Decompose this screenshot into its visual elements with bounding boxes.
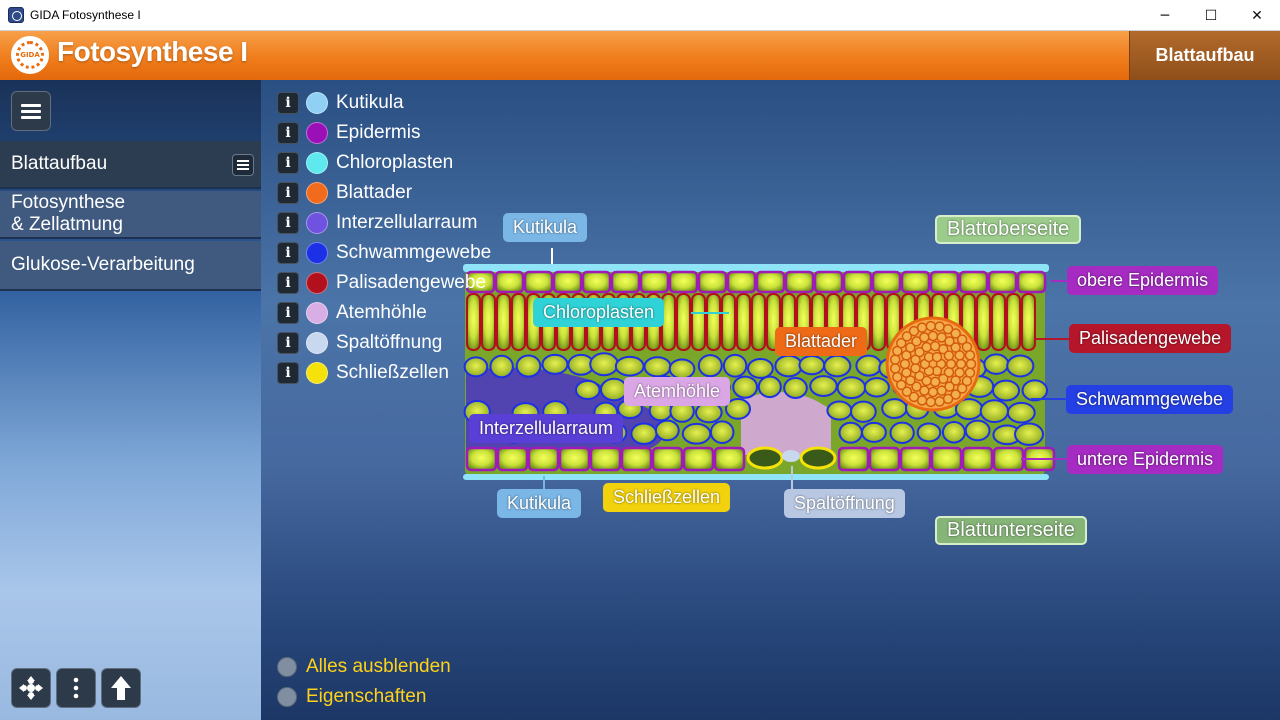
atemhoehle-area xyxy=(741,392,831,455)
submenu-button[interactable] xyxy=(232,154,254,176)
info-icon[interactable]: i xyxy=(277,182,299,204)
info-icon[interactable]: i xyxy=(277,242,299,264)
legend-label: Interzellularraum xyxy=(336,212,478,233)
label-interzellularraum[interactable]: Interzellularraum xyxy=(469,414,624,443)
label-schwammgewebe[interactable]: Schwammgewebe xyxy=(1066,385,1234,414)
legend-label: Schließzellen xyxy=(336,362,449,383)
option-label: Eigenschaften xyxy=(306,686,427,707)
list-icon xyxy=(237,158,249,172)
legend-item[interactable]: i Interzellularraum xyxy=(277,211,478,235)
color-swatch[interactable] xyxy=(306,122,328,144)
color-swatch[interactable] xyxy=(306,152,328,174)
legend-label: Spaltöffnung xyxy=(336,332,443,353)
schliesszelle-right xyxy=(799,446,837,470)
label-blattunterseite[interactable]: Blattunterseite xyxy=(935,516,1087,545)
info-icon[interactable]: i xyxy=(277,302,299,324)
info-icon[interactable]: i xyxy=(277,92,299,114)
legend-item[interactable]: i Epidermis xyxy=(277,121,420,145)
radio-button[interactable] xyxy=(277,657,297,677)
legend-item[interactable]: i Schließzellen xyxy=(277,361,449,385)
close-button[interactable]: ✕ xyxy=(1251,7,1263,24)
palisadengewebe-cells xyxy=(466,293,1036,351)
sidebar-item-glukose[interactable]: Glukose-Verarbeitung xyxy=(0,241,261,291)
maximize-button[interactable]: ☐ xyxy=(1204,7,1218,24)
hamburger-icon xyxy=(21,101,41,122)
color-swatch[interactable] xyxy=(306,332,328,354)
kutikula-bottom-layer xyxy=(463,474,1049,480)
info-icon[interactable]: i xyxy=(277,152,299,174)
arrow-up-icon xyxy=(111,676,131,700)
label-blattader[interactable]: Blattader xyxy=(775,327,868,356)
kutikula-top-layer xyxy=(463,264,1049,272)
label-palisadengewebe[interactable]: Palisadengewebe xyxy=(1069,324,1232,353)
legend-label: Chloroplasten xyxy=(336,152,454,173)
info-icon[interactable]: i xyxy=(277,122,299,144)
info-icon[interactable]: i xyxy=(277,362,299,384)
color-swatch[interactable] xyxy=(306,92,328,114)
legend-label: Kutikula xyxy=(336,92,404,113)
color-swatch[interactable] xyxy=(306,302,328,324)
spaltoeffnung-area xyxy=(782,450,800,462)
app-header: GIDA Fotosynthese I Blattaufbau xyxy=(0,31,1280,80)
sidebar: Blattaufbau Fotosynthese & Zellatmung Gl… xyxy=(0,80,261,720)
move-button[interactable] xyxy=(11,668,51,708)
option-alles-ausblenden[interactable]: Alles ausblenden xyxy=(277,656,451,678)
label-spaltoeffnung[interactable]: Spaltöffnung xyxy=(784,489,905,518)
label-blattoberseite[interactable]: Blattoberseite xyxy=(935,215,1082,244)
legend-item[interactable]: i Atemhöhle xyxy=(277,301,427,325)
move-arrows-icon xyxy=(19,676,43,700)
untere-epidermis-cells xyxy=(465,446,1056,472)
legend-item[interactable]: i Chloroplasten xyxy=(277,151,453,175)
obere-epidermis-cells xyxy=(465,270,1047,294)
label-chloroplasten[interactable]: Chloroplasten xyxy=(533,298,665,327)
label-kutikula-top[interactable]: Kutikula xyxy=(503,213,588,242)
gida-logo: GIDA xyxy=(11,36,49,74)
legend-label: Atemhöhle xyxy=(336,302,427,323)
option-eigenschaften[interactable]: Eigenschaften xyxy=(277,686,426,708)
blattader xyxy=(885,316,981,412)
info-icon[interactable]: i xyxy=(277,212,299,234)
main-menu-button[interactable] xyxy=(11,91,51,131)
sidebar-item-fotosynthese[interactable]: Fotosynthese & Zellatmung xyxy=(0,191,261,239)
legend-item[interactable]: i Palisadengewebe xyxy=(277,271,486,295)
legend-item[interactable]: i Blattader xyxy=(277,181,412,205)
label-untere-epidermis[interactable]: untere Epidermis xyxy=(1067,445,1224,474)
more-options-button[interactable] xyxy=(56,668,96,708)
radio-button[interactable] xyxy=(277,687,297,707)
sidebar-item-label: Glukose-Verarbeitung xyxy=(11,254,195,275)
section-title: Blattaufbau xyxy=(1129,31,1280,80)
window-title: GIDA Fotosynthese I xyxy=(30,8,141,22)
app-icon xyxy=(8,7,24,23)
color-swatch[interactable] xyxy=(306,272,328,294)
label-kutikula-bottom[interactable]: Kutikula xyxy=(497,489,582,518)
color-swatch[interactable] xyxy=(306,182,328,204)
schliesszelle-left xyxy=(746,446,784,470)
sidebar-item-blattaufbau[interactable]: Blattaufbau xyxy=(0,141,261,189)
color-swatch[interactable] xyxy=(306,212,328,234)
legend-label: Schwammgewebe xyxy=(336,242,492,263)
label-obere-epidermis[interactable]: obere Epidermis xyxy=(1067,266,1219,295)
vertical-dots-icon xyxy=(73,677,79,699)
minimize-button[interactable]: ─ xyxy=(1160,7,1170,24)
gida-logo-text: GIDA xyxy=(16,41,44,69)
legend-item[interactable]: i Kutikula xyxy=(277,91,404,115)
sidebar-item-label: Fotosynthese & Zellatmung xyxy=(11,192,126,235)
legend-label: Blattader xyxy=(336,182,413,203)
up-button[interactable] xyxy=(101,668,141,708)
option-label: Alles ausblenden xyxy=(306,656,451,677)
color-swatch[interactable] xyxy=(306,242,328,264)
main-content: Kutikula Blattoberseite obere Epidermis … xyxy=(261,80,1280,720)
legend-label: Epidermis xyxy=(336,122,421,143)
info-icon[interactable]: i xyxy=(277,272,299,294)
info-icon[interactable]: i xyxy=(277,332,299,354)
legend-item[interactable]: i Schwammgewebe xyxy=(277,241,491,265)
app-title: Fotosynthese I xyxy=(57,36,248,67)
color-swatch[interactable] xyxy=(306,362,328,384)
legend-item[interactable]: i Spaltöffnung xyxy=(277,331,442,355)
window-titlebar: GIDA Fotosynthese I ─ ☐ ✕ xyxy=(0,0,1280,31)
label-atemhoehle[interactable]: Atemhöhle xyxy=(624,377,731,406)
legend-label: Palisadengewebe xyxy=(336,272,487,293)
sidebar-item-label: Blattaufbau xyxy=(11,153,108,174)
label-schliesszellen[interactable]: Schließzellen xyxy=(603,483,731,512)
